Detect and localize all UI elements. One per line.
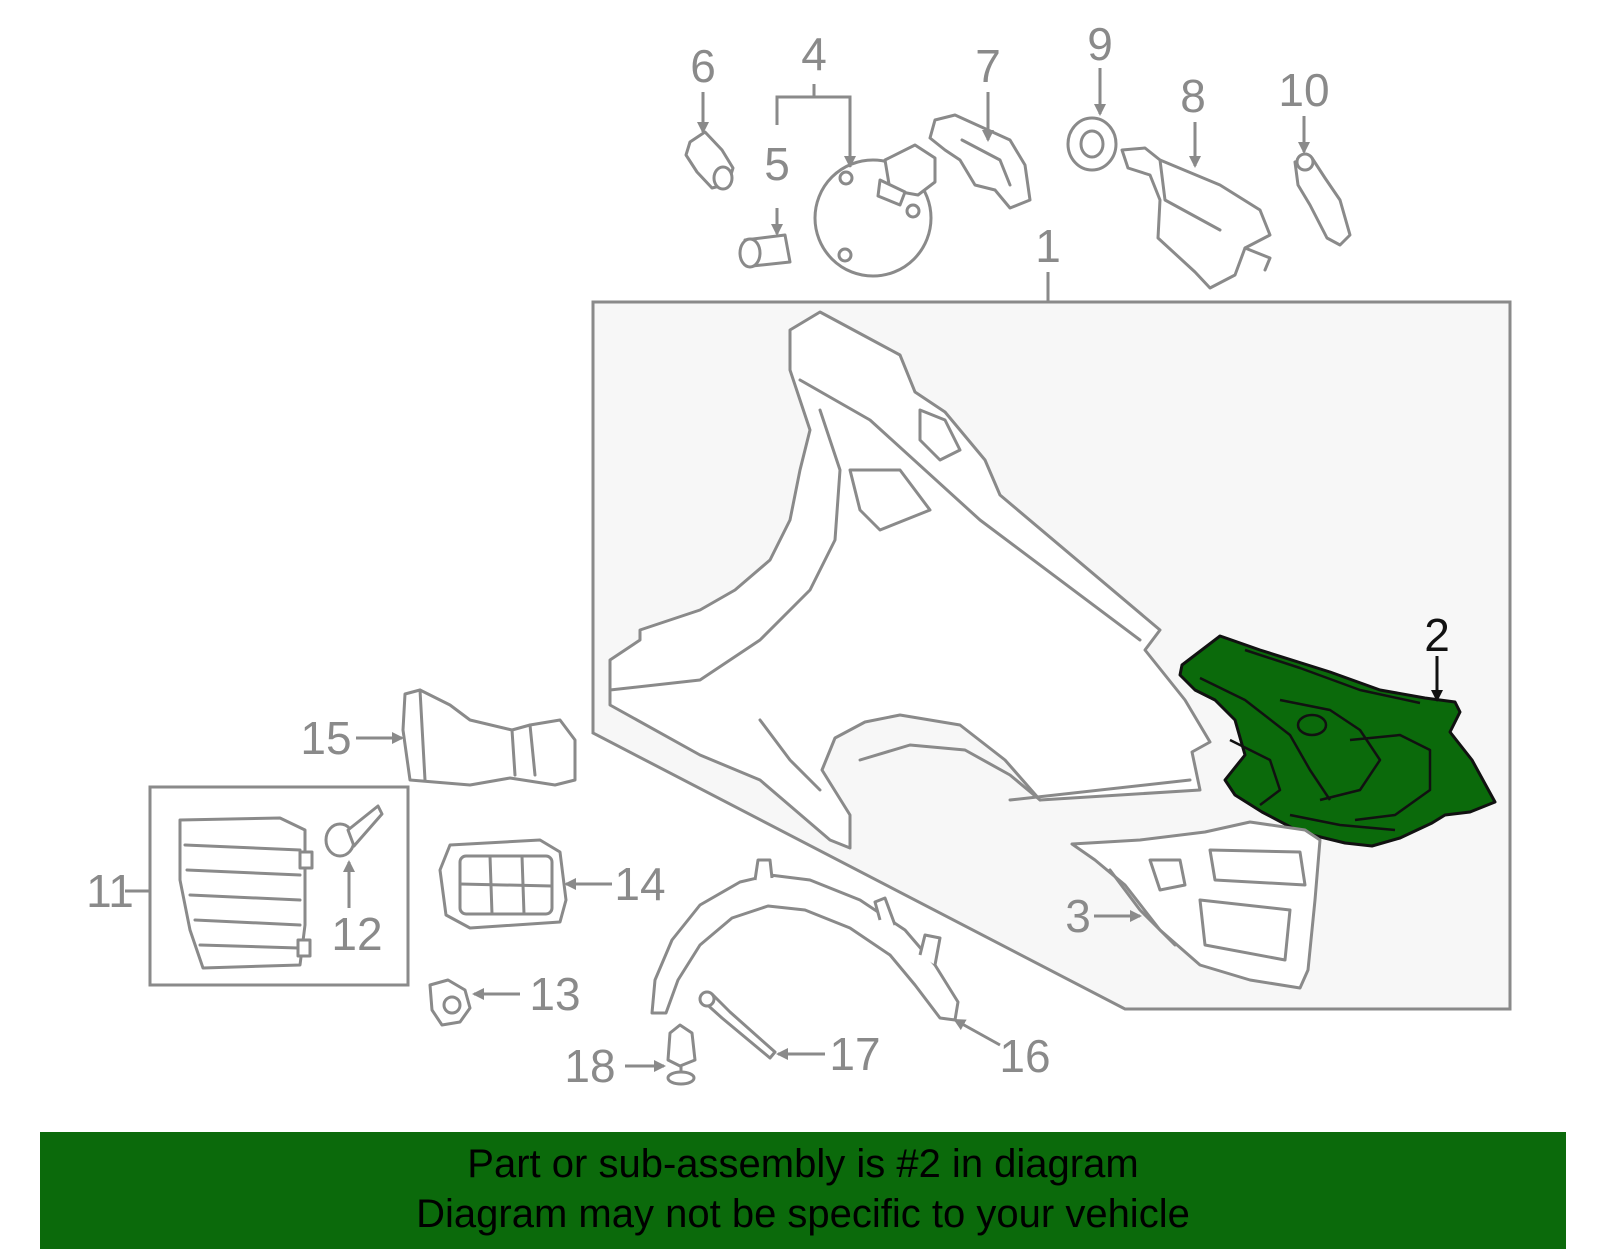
part-17-bolt bbox=[698, 990, 777, 1060]
callout-label: 15 bbox=[300, 712, 351, 764]
callout-label: 11 bbox=[86, 865, 134, 917]
highlighted-part-2 bbox=[1178, 634, 1497, 848]
callout-label: 8 bbox=[1180, 70, 1206, 122]
part-3 bbox=[1070, 820, 1322, 990]
callout-label: 18 bbox=[564, 1040, 615, 1092]
part-5 bbox=[738, 233, 792, 269]
banner-line-part: Part or sub-assembly is #2 in diagram bbox=[467, 1142, 1139, 1186]
part-12-screw bbox=[324, 804, 384, 858]
callout-label: 5 bbox=[764, 138, 790, 190]
part-15-bracket bbox=[401, 688, 577, 787]
callout-label: 6 bbox=[690, 40, 716, 92]
callout-label: 12 bbox=[331, 908, 382, 960]
callout-label: 14 bbox=[614, 858, 665, 910]
part-10-pin bbox=[1293, 152, 1352, 247]
part-14-grille bbox=[438, 838, 568, 930]
banner-line-disclaimer: Diagram may not be specific to your vehi… bbox=[416, 1192, 1190, 1236]
callout-label: 13 bbox=[529, 968, 580, 1020]
part-9-grommet bbox=[1066, 116, 1118, 172]
callout-label: 17 bbox=[829, 1028, 880, 1080]
callout-label: 2 bbox=[1424, 609, 1450, 661]
part-11-vent bbox=[178, 816, 314, 970]
callout-16-leader bbox=[953, 1018, 1001, 1047]
callout-label: 1 bbox=[1035, 220, 1061, 272]
part-7-hinge bbox=[928, 113, 1032, 210]
callout-label: 10 bbox=[1278, 64, 1329, 116]
part-18-pushpin bbox=[666, 1023, 697, 1086]
callout-label: 16 bbox=[999, 1030, 1050, 1082]
part-4-fuel-door bbox=[813, 143, 937, 278]
quarter-panel-inner-structure bbox=[608, 310, 1212, 850]
part-13-clip bbox=[428, 978, 472, 1027]
callout-label: 4 bbox=[801, 28, 827, 80]
info-banner: Part or sub-assembly is #2 in diagram Di… bbox=[40, 1132, 1566, 1249]
assembly-11-frame bbox=[148, 785, 410, 987]
callout-label: 9 bbox=[1087, 18, 1113, 70]
callout-label: 7 bbox=[975, 40, 1001, 92]
part-6 bbox=[684, 130, 735, 191]
part-8-actuator bbox=[1120, 146, 1272, 290]
part-2-fill bbox=[1178, 634, 1497, 848]
callout-label: 3 bbox=[1065, 890, 1091, 942]
